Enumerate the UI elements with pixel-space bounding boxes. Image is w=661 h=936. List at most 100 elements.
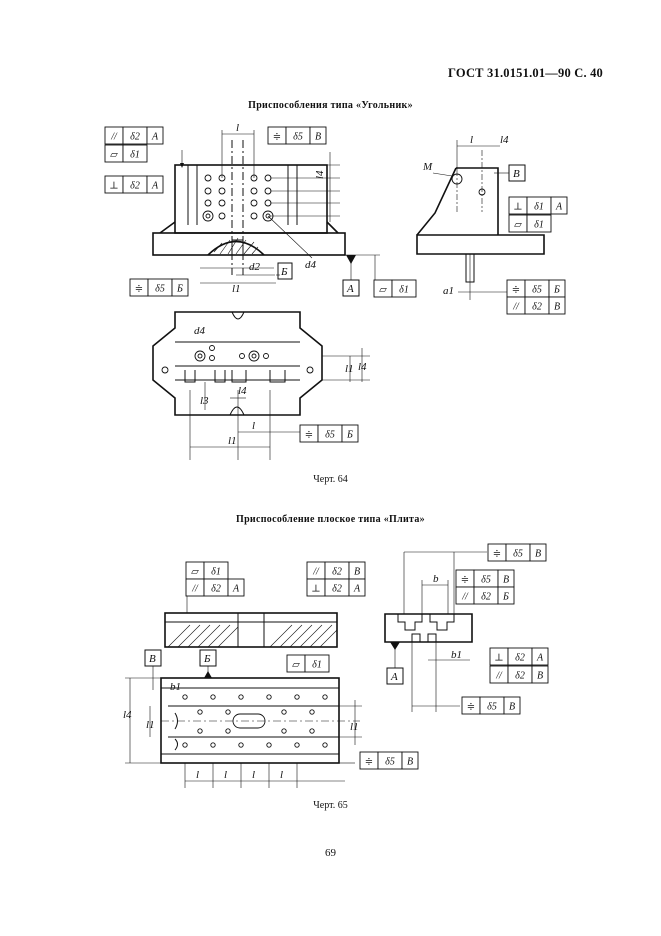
fcf-datum: В	[554, 302, 560, 313]
fcf-datum: В	[537, 671, 543, 682]
dim-a1: a1	[443, 285, 454, 297]
fcf-symbol: //	[512, 302, 520, 313]
figure-65-caption: Черт. 65	[313, 800, 348, 811]
plate-end-view: b b1 А	[384, 551, 487, 712]
fcf-datum: В	[407, 757, 413, 768]
dim-d4-plan: d4	[194, 325, 206, 337]
datum-a-label: А	[346, 283, 354, 295]
page-number: 69	[325, 847, 336, 859]
angle-fixture-front-view	[152, 140, 346, 275]
fcf-datum: Б	[553, 285, 560, 296]
fcf-section2-0: ▱ δ1	[185, 561, 229, 580]
fcf-tolerance: δ5	[325, 430, 335, 441]
fcf-symbol: //	[461, 592, 469, 603]
dim-b1-end: b1	[451, 649, 462, 661]
datum-v-plate: В	[149, 653, 156, 665]
dim-l4-plan: l4	[358, 361, 367, 373]
fcf-section2-6: // δ2 Б	[455, 586, 515, 605]
plate-plan-view: Б В l4 l1 b1 l1 l l l l	[123, 649, 362, 788]
dim-l4-plate: l4	[123, 709, 132, 721]
angle-fixture-side-view: l l4 M В a1	[416, 134, 545, 300]
angle-fixture-plan-view: d4 l1 l4 l4 l3 l l1	[152, 311, 370, 460]
fcf-datum: В	[503, 575, 509, 586]
fcf-tolerance: δ2	[532, 302, 542, 313]
fcf-tolerance: δ5	[385, 757, 395, 768]
fcf-tolerance: δ2	[481, 592, 491, 603]
fcf-section1-7: ▱ δ1	[508, 214, 552, 233]
fcf-tolerance: δ2	[515, 653, 525, 664]
fcf-tolerance: δ5	[513, 549, 523, 560]
fcf-symbol: ⊥	[109, 181, 118, 192]
fcf-symbol: ≑	[461, 575, 469, 586]
fcf-symbol: ▱	[292, 660, 300, 671]
dim-l4-side: l4	[500, 134, 509, 146]
fcf-section2-3: ⊥ δ2 А	[306, 578, 366, 597]
fcf-section2-11: ≑ δ5 В	[359, 751, 419, 770]
plate-section-view	[164, 595, 338, 648]
dim-l-bottom: l	[252, 420, 255, 432]
fcf-tolerance: δ1	[312, 660, 322, 671]
fcf-datum: Б	[502, 592, 509, 603]
front-view-dimensions: l l4 l1 d2 d4 Б	[180, 122, 340, 295]
dim-l-3: l	[252, 769, 255, 781]
fcf-symbol: //	[191, 584, 199, 595]
dim-l-1: l	[196, 769, 199, 781]
fcf-section1-9: // δ2 В	[506, 296, 566, 315]
datum-b-front: Б	[280, 266, 288, 278]
fcf-symbol: ▱	[110, 150, 118, 161]
fcf-symbol: ≑	[512, 285, 520, 296]
fcf-tolerance: δ1	[534, 220, 544, 231]
fcf-tolerance: δ5	[481, 575, 491, 586]
fcf-symbol: ≑	[467, 702, 475, 713]
fcf-datum: В	[535, 549, 541, 560]
dim-l-2: l	[224, 769, 227, 781]
datum-v-side: В	[513, 168, 520, 180]
figure-64-drawing: l l4 l1 d2 d4 Б А	[152, 122, 545, 460]
dim-l1-plate-left: l1	[146, 719, 155, 731]
datum-b-plate: Б	[203, 653, 211, 665]
fcf-datum: А	[353, 584, 361, 595]
fcf-section1-5: ▱ δ1	[373, 279, 417, 298]
fcf-tolerance: δ1	[211, 567, 221, 578]
document-header: ГОСТ 31.0151.01—90 С. 40	[448, 66, 603, 80]
fcf-tolerance: δ5	[293, 132, 303, 143]
fcf-symbol: //	[312, 567, 320, 578]
dim-l1-plate-right: l1	[350, 721, 359, 733]
fcf-datum: А	[232, 584, 240, 595]
dim-d2: d2	[249, 261, 261, 273]
dim-l4-right: l4	[314, 170, 326, 179]
figure-65-drawing: b b1 А	[123, 551, 487, 788]
hole-grid	[202, 174, 274, 222]
fcf-symbol: //	[110, 132, 118, 143]
fcf-tolerance: δ1	[399, 285, 409, 296]
datum-a-end: А	[390, 671, 398, 683]
dim-l1-bottom: l1	[228, 435, 237, 447]
fcf-tolerance: δ5	[532, 285, 542, 296]
figure-64-title: Приспособления типа «Угольник»	[248, 100, 413, 111]
fcf-datum: В	[315, 132, 321, 143]
fcf-symbol: ⊥	[311, 584, 320, 595]
fcf-tolerance: δ2	[332, 567, 342, 578]
dim-l1-plan: l1	[345, 363, 354, 375]
fcf-symbol: ⊥	[494, 653, 503, 664]
fcf-symbol: ▱	[191, 567, 199, 578]
fcf-symbol: ▱	[379, 285, 387, 296]
fcf-tolerance: δ2	[332, 584, 342, 595]
fcf-symbol: ≑	[365, 757, 373, 768]
fcf-tolerance: δ2	[130, 181, 140, 192]
fcf-section1-1: ▱δ1	[104, 144, 148, 163]
fcf-symbol: ≑	[135, 284, 143, 295]
fcf-datum: Б	[176, 284, 183, 295]
fcf-symbol: ▱	[514, 220, 522, 231]
dim-l4-bottom: l4	[238, 385, 247, 397]
dim-l1-front: l1	[232, 283, 241, 295]
fcf-tolerance: δ5	[155, 284, 165, 295]
